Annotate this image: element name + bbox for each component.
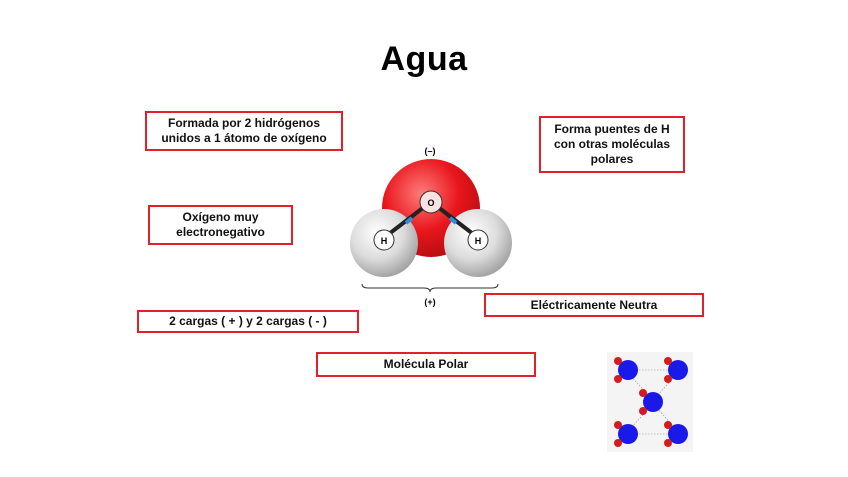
text-box-neutra: Eléctricamente Neutra	[484, 293, 704, 317]
hydrogen-left-symbol: H	[381, 236, 388, 246]
charge-brace	[361, 283, 499, 293]
positive-charge-label: (+)	[424, 297, 435, 307]
text-box-oxigeno: Oxígeno muy electronegativo	[148, 205, 293, 245]
water-molecule-2	[664, 357, 688, 383]
hydrogen-right-symbol: H	[475, 236, 482, 246]
text-box-formada-label: Formada por 2 hidrógenos unidos a 1 átom…	[161, 116, 327, 145]
bond-left-highlight	[404, 216, 414, 225]
negative-charge-label: (–)	[425, 146, 436, 156]
hydrogen-right-label-bg	[467, 229, 489, 251]
bond-right-highlight	[448, 216, 458, 225]
text-box-polar-label: Molécula Polar	[383, 357, 469, 371]
text-box-oxigeno-label: Oxígeno muy electronegativo	[176, 210, 265, 239]
water-molecule-1	[614, 357, 638, 383]
water-molecule-5	[664, 421, 688, 447]
text-box-cargas-label: 2 cargas ( + ) y 2 cargas ( - )	[169, 314, 327, 328]
hydrogen-left-label-bg	[373, 229, 395, 251]
water-molecule-3	[639, 389, 663, 415]
text-box-puentes-de-h: Forma puentes de H con otras moléculas p…	[539, 116, 685, 173]
water-molecule-4	[614, 421, 638, 447]
text-box-molecula-polar: Molécula Polar	[316, 352, 536, 377]
hydrogen-bond-lattice-image	[607, 352, 693, 452]
text-box-puentes-label: Forma puentes de H con otras moléculas p…	[553, 122, 671, 166]
oxygen-label-bg	[419, 190, 443, 214]
water-molecule-diagram: (–) O H H (+)	[350, 146, 512, 307]
text-box-formada: Formada por 2 hidrógenos unidos a 1 átom…	[145, 111, 343, 151]
slide-title: Agua	[380, 40, 468, 78]
text-box-cargas: 2 cargas ( + ) y 2 cargas ( - )	[137, 310, 359, 333]
oxygen-symbol: O	[427, 198, 434, 208]
text-box-neutra-label: Eléctricamente Neutra	[530, 297, 658, 312]
